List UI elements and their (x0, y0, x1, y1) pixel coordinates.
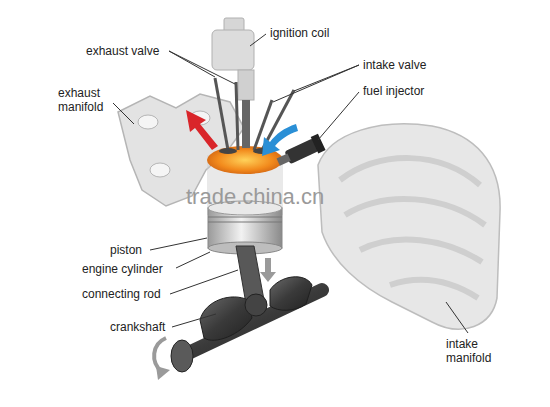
piston-ring (208, 222, 282, 223)
watermark: trade.china.cn (186, 184, 324, 210)
leader-line (250, 34, 266, 46)
ignition-coil (212, 30, 254, 70)
part-label: ignition coil (270, 26, 329, 40)
leader-line (170, 270, 238, 294)
crank-flange (171, 340, 193, 372)
counterweight (270, 277, 312, 310)
leader-line (172, 314, 216, 327)
part-label: engine cylinder (82, 262, 163, 276)
rotation-arrowhead (156, 366, 170, 380)
leader-lines (113, 34, 468, 333)
intake-manifold (318, 124, 500, 329)
part-label: exhaust valve (86, 44, 159, 58)
injector-plug (311, 134, 326, 154)
counterweight (200, 297, 252, 340)
injector-tip (277, 153, 291, 165)
leader-line (150, 238, 207, 250)
leader-line (446, 302, 468, 333)
manifold-rib (360, 240, 482, 262)
leader-line (169, 51, 235, 84)
leader-line (273, 65, 359, 102)
part-label: fuel injector (363, 84, 424, 98)
leader-line (113, 103, 134, 124)
part-label: intake manifold (446, 337, 506, 366)
part-label: crankshaft (110, 320, 165, 334)
part-label: piston (110, 243, 142, 257)
crank-pin (245, 294, 267, 316)
manifold-rib (340, 158, 480, 185)
manifold-rib (345, 199, 485, 225)
manifold-rib (390, 280, 478, 298)
fuel-injector (274, 134, 325, 171)
part-label: exhaust manifold (58, 86, 114, 115)
rotation-arrow (154, 338, 166, 372)
motion-arrow (260, 258, 276, 282)
exhaust-arrow (186, 110, 218, 150)
leader-line (176, 252, 210, 268)
leader-line (318, 92, 359, 140)
manifold-port (138, 115, 158, 129)
spark-plug (242, 100, 250, 148)
valve-stem (236, 82, 238, 150)
piston-ring (208, 217, 282, 218)
ignition-coil (238, 70, 254, 100)
part-label: intake valve (363, 58, 426, 72)
part-label: connecting rod (82, 287, 161, 301)
manifold-port (150, 163, 170, 177)
valve-stem (215, 78, 228, 150)
valve-head (219, 148, 237, 154)
